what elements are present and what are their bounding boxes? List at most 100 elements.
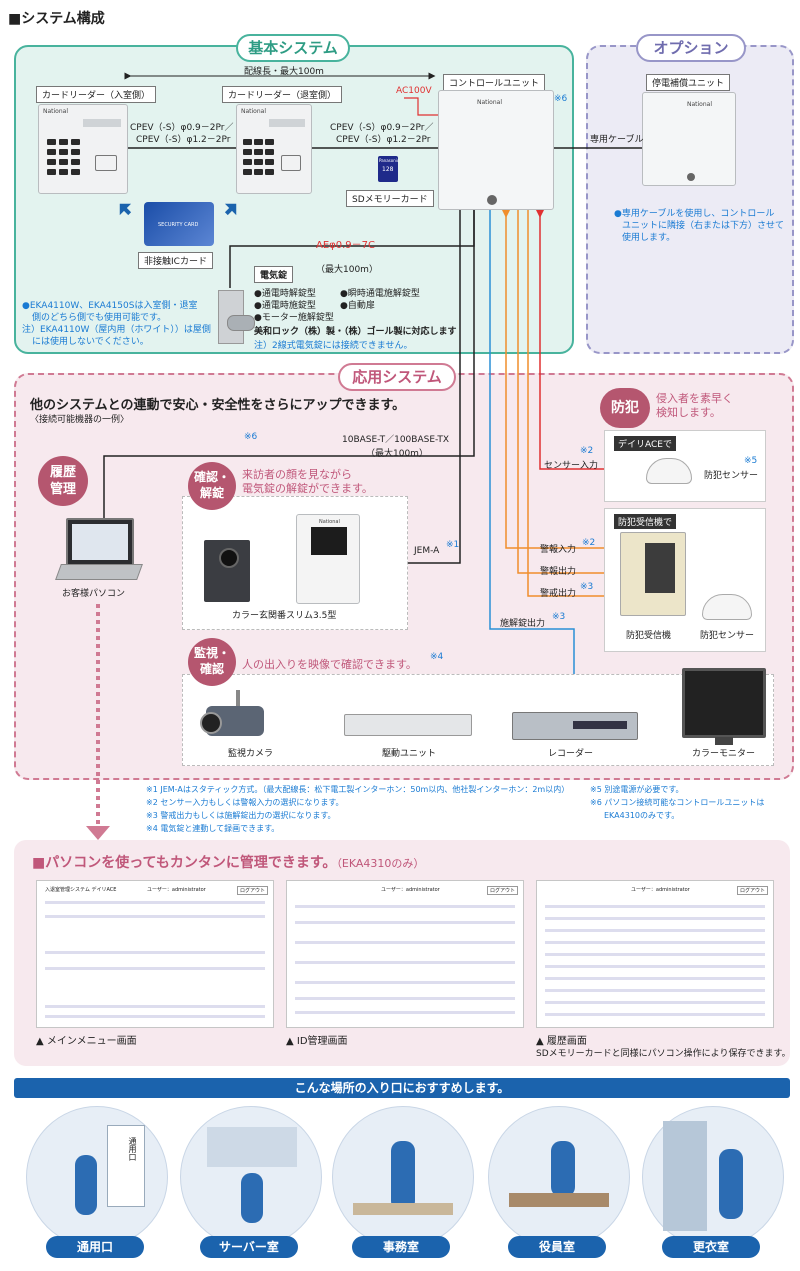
- history-note: SDメモリーカードと同様にパソコン操作により保存できます。: [536, 1049, 791, 1059]
- monitor-badge: 監視・ 確認: [188, 638, 236, 686]
- intercom-monitor: National: [296, 514, 360, 604]
- reader-in-label: カードリーダー（入室側）: [36, 86, 157, 103]
- ic-card: SECURITY CARD: [144, 202, 214, 246]
- security-camera-icon: [200, 690, 264, 736]
- cable-spec-2: CPEV（-S）φ1.2－2Pr: [136, 135, 231, 145]
- footnote-7: EKA4310のみです。: [604, 811, 680, 820]
- basic-system-title: 基本システム: [236, 34, 350, 62]
- place-illustration-2: [180, 1106, 322, 1248]
- door-sign: 通用口: [128, 1137, 137, 1161]
- option-note-3: 使用します。: [622, 233, 676, 243]
- screen-logout: ログアウト: [237, 886, 269, 895]
- drive-unit-label: 駆動ユニット: [382, 749, 437, 759]
- color-monitor-icon: [682, 668, 766, 745]
- screen-logout: ログアウト: [737, 886, 769, 895]
- place-illustration-5: [642, 1106, 784, 1248]
- option-title: オプション: [636, 34, 746, 62]
- place-label-4: 役員室: [508, 1236, 606, 1258]
- reader-display: [83, 119, 121, 127]
- cable-spec-3: CPEV（-S）φ0.9－2Pr／: [330, 123, 434, 133]
- footnote-1: ※1 JEM-Aはスタティック方式。（最大配線長：松下電工製インターホン：50m…: [146, 785, 570, 794]
- receiver-title: 防犯受信機で: [614, 514, 677, 529]
- cable-spec-4: CPEV（-S）φ1.2－2Pr: [336, 135, 431, 145]
- key-icon: [687, 173, 695, 181]
- lock-type-1: ●通電時解錠型: [254, 289, 316, 299]
- footnote-6: ※6 パソコン接続可能なコントロールユニットは: [590, 798, 765, 807]
- basic-note-4: には使用しないでください。: [32, 337, 149, 347]
- laptop-icon: [66, 518, 134, 566]
- key-icon: [487, 195, 497, 205]
- applied-headline: 他のシステムとの連動で安心・安全性をさらにアップできます。: [30, 398, 406, 413]
- place-label-2: サーバー室: [200, 1236, 298, 1258]
- footnote-3: ※3 警戒出力もしくは施解錠出力の選択になります。: [146, 811, 336, 820]
- places-banner: こんな場所の入り口におすすめします。: [14, 1078, 790, 1098]
- guard-output-label: 警戒出力: [540, 589, 577, 599]
- receiver-label: 防犯受信機: [626, 631, 672, 641]
- doorphone-label: カラー玄関番スリム3.5型: [232, 611, 337, 621]
- sd-card-logo: Panasonic: [379, 158, 400, 163]
- security-sensor-2-icon: [702, 594, 752, 620]
- control-brand: National: [477, 99, 503, 106]
- footnote-5: ※5 別途電源が必要です。: [590, 785, 684, 794]
- sensor1-label: 防犯センサー: [704, 471, 759, 481]
- control-unit: National: [438, 90, 554, 210]
- sensor2-label: 防犯センサー: [700, 631, 755, 641]
- basic-note-2: 側のどちら側でも使用可能です。: [32, 313, 167, 323]
- reader-display: [269, 119, 305, 127]
- monitor-section-box: [182, 674, 774, 766]
- screen-user: ユーザー：administrator: [147, 887, 206, 893]
- applied-system-title: 応用システム: [338, 363, 456, 391]
- ic-card-label: 非接触ICカード: [138, 252, 213, 269]
- place-illustration-3: [332, 1106, 474, 1248]
- reader-brand: National: [241, 108, 267, 115]
- wiring-length-label: 配線長・最大100m: [244, 67, 324, 77]
- keypad: [47, 139, 87, 187]
- monitor-note: ※4: [430, 652, 444, 662]
- lock-type-4: ●自動扉: [340, 301, 375, 311]
- intercom-brand: National: [319, 519, 340, 525]
- ic-card-text: SECURITY CARD: [158, 222, 199, 228]
- basic-note-3: 注）EKA4110W（屋内用（ホワイト））は屋側: [22, 325, 211, 335]
- history-caption: ▲ 履歴画面: [536, 1036, 587, 1047]
- jema-label: JEM-A: [414, 546, 440, 556]
- lan-note: ※6: [244, 432, 258, 442]
- pc-management-title: ■パソコンを使ってもカンタンに管理できます。（EKA4310のみ）: [32, 852, 424, 872]
- screen-app-title: 入退室管理システム デイリACE: [45, 887, 117, 893]
- alarm-input-label: 警報入力: [540, 545, 577, 555]
- sensor-input-note: ※2: [580, 446, 594, 456]
- lock-type-3: ●通電時施錠型: [254, 301, 316, 311]
- laptop-keyboard: [55, 564, 143, 580]
- place-illustration-1: 通用口: [26, 1106, 168, 1248]
- card-touch-icon: [95, 155, 117, 171]
- main-menu-caption: ▲ メインメニュー画面: [36, 1036, 137, 1047]
- screen-logout: ログアウト: [487, 886, 519, 895]
- sd-card-label: SDメモリーカード: [346, 190, 434, 207]
- monitor-badge-line1: 監視・: [193, 646, 230, 660]
- card-touch-icon: [281, 155, 301, 171]
- ups-unit-label: 停電補償ユニット: [646, 74, 731, 91]
- daily-ace-label: デイリACEで: [614, 436, 676, 451]
- security-desc-1: 侵入者を素早く: [656, 392, 733, 405]
- verify-badge-line1: 確認・: [193, 470, 230, 484]
- verify-badge-line2: 解錠: [199, 486, 224, 500]
- reader-brand: National: [43, 108, 69, 115]
- color-monitor-label: カラーモニター: [692, 749, 756, 759]
- verify-desc-2: 電気錠の解錠ができます。: [242, 482, 373, 495]
- ups-brand: National: [687, 101, 713, 108]
- security-receiver-icon: [620, 532, 686, 616]
- sensor1-note: ※5: [744, 456, 758, 466]
- keypad: [243, 139, 283, 187]
- control-unit-label: コントロールユニット: [443, 74, 546, 91]
- lan-spec-label: 10BASE-T／100BASE-TX: [342, 435, 450, 445]
- ae-length-label: （最大100m）: [316, 265, 378, 275]
- history-badge: 履歴 管理: [38, 456, 88, 506]
- lock-warning-note: 注）2線式電気錠には接続できません。: [254, 341, 413, 351]
- sensor-input-label: センサー入力: [544, 461, 599, 471]
- lock-type-5: ●モーター施解錠型: [254, 313, 334, 323]
- history-screen: ユーザー：administrator ログアウト: [536, 880, 774, 1028]
- dedicated-cable-label: 専用ケーブル: [590, 135, 644, 145]
- page-title: ■システム構成: [8, 11, 105, 27]
- id-management-screen: ユーザー：administrator ログアウト: [286, 880, 524, 1028]
- ac-label: AC100V: [396, 86, 432, 96]
- security-badge: 防犯: [600, 388, 650, 428]
